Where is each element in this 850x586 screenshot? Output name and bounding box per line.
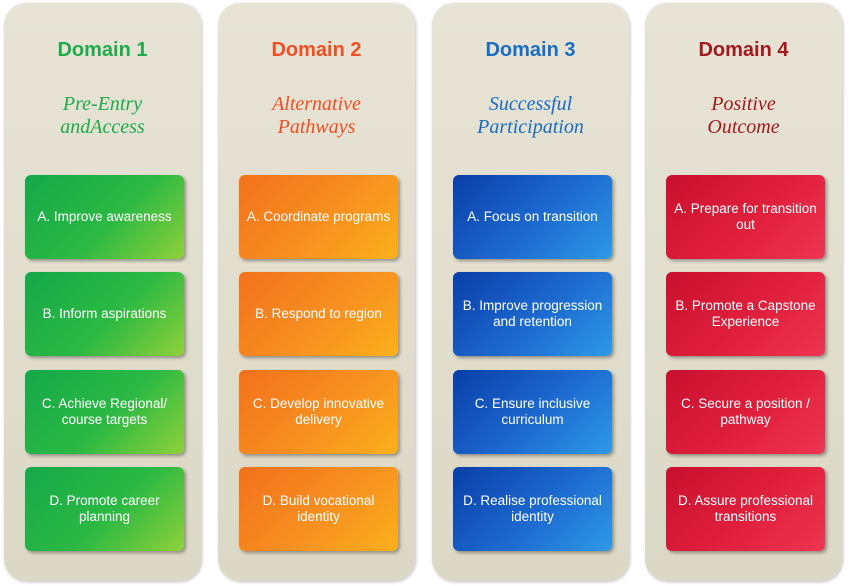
domain-2-title: Domain 2 — [271, 39, 362, 61]
domain-3-subtitle-line-2: Participation — [477, 116, 584, 138]
domain-1-item-a: A. Improve awareness — [25, 175, 184, 259]
domain-4-subtitle: Positive Outcome — [645, 93, 842, 139]
domain-3-item-b: B. Improve progression and retention — [453, 272, 612, 356]
domain-3-item-a: A. Focus on transition — [453, 175, 612, 259]
domain-3-subtitle-line-1: Successful — [488, 93, 573, 115]
domain-4-item-a: A. Prepare for transition out — [666, 175, 825, 259]
domain-4-column: Domain 4 Positive Outcome A. Prepare for… — [645, 3, 842, 581]
domain-3-column: Domain 3 Successful Participation A. Foc… — [432, 3, 629, 581]
domain-4-item-c: C. Secure a position / pathway — [666, 370, 825, 454]
domain-4-item-b: B. Promote a Capstone Experience — [666, 272, 825, 356]
domain-2-item-a: A. Coordinate programs — [239, 175, 398, 259]
domain-1-subtitle-line-1: Pre-Entry — [62, 93, 143, 115]
domain-1-subtitle: Pre-Entry andAccess — [4, 93, 201, 139]
domain-4-subtitle-line-1: Positive — [711, 93, 776, 115]
domain-2-item-d: D. Build vocational identity — [239, 467, 398, 551]
domain-2-subtitle: Alternative Pathways — [218, 93, 415, 139]
domain-3-title: Domain 3 — [485, 39, 576, 61]
domain-3-item-c: C. Ensure inclusive curriculum — [453, 370, 612, 454]
domain-1-column: Domain 1 Pre-Entry andAccess A. Improve … — [4, 3, 201, 581]
domain-4-subtitle-line-2: Outcome — [707, 116, 780, 138]
domain-2-item-b: B. Respond to region — [239, 272, 398, 356]
domain-4-title: Domain 4 — [698, 39, 789, 61]
domain-3-item-d: D. Realise professional identity — [453, 467, 612, 551]
domain-2-item-c: C. Develop innovative delivery — [239, 370, 398, 454]
domain-2-subtitle-line-2: Pathways — [277, 116, 356, 138]
domain-2-column: Domain 2 Alternative Pathways A. Coordin… — [218, 3, 415, 581]
domain-3-subtitle: Successful Participation — [432, 93, 629, 139]
domain-1-item-d: D. Promote career planning — [25, 467, 184, 551]
domain-1-subtitle-line-2: andAccess — [60, 116, 145, 138]
domain-1-title: Domain 1 — [57, 39, 148, 61]
domain-4-item-d: D. Assure professional transitions — [666, 467, 825, 551]
domain-2-subtitle-line-1: Alternative — [272, 93, 361, 115]
domain-1-item-b: B. Inform aspirations — [25, 272, 184, 356]
domain-1-item-c: C. Achieve Regional/ course targets — [25, 370, 184, 454]
